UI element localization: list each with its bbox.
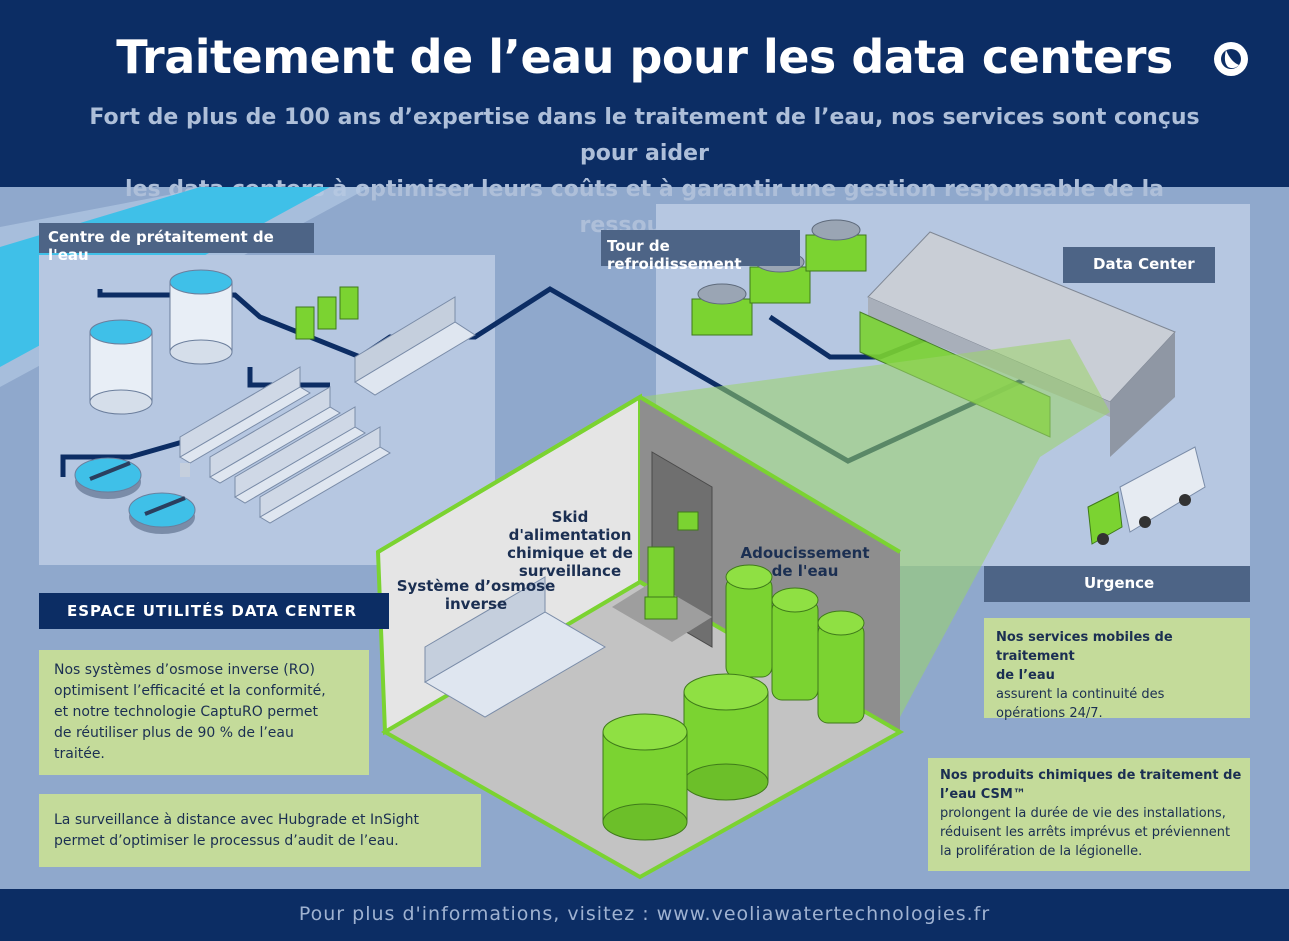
softener-vessels: [725, 564, 865, 724]
pipe-clarifier: [60, 434, 201, 477]
footer: Pour plus d'informations, visitez : www.…: [0, 889, 1289, 941]
text-box-ro: Nos systèmes d’osmose inverse (RO) optim…: [39, 650, 369, 775]
chemical-vessels-small: [295, 286, 359, 340]
label-cooling-tower: Tour de refroidissement: [601, 230, 800, 273]
label-pretreatment: Centre de prétaitement de l'eau: [39, 223, 314, 264]
subtitle-line-1: Fort de plus de 100 ans d’expertise dans…: [89, 105, 1200, 166]
text-box-mobile: Nos services mobiles de traitement de l’…: [984, 618, 1250, 721]
header: Traitement de l’eau pour les data center…: [0, 0, 1289, 238]
clarifiers: [74, 457, 196, 534]
page-title: Traitement de l’eau pour les data center…: [116, 30, 1173, 84]
text-box-chemicals: Nos produits chimiques de traitement de …: [928, 758, 1250, 871]
storage-tanks: [89, 269, 233, 415]
label-osmosis: Système d’osmose inverse: [396, 577, 556, 613]
veolia-logo-icon: [1214, 42, 1248, 76]
label-skid: Skid d'alimentation chimique et de surve…: [507, 508, 633, 580]
label-utilities: ESPACE UTILITÉS DATA CENTER: [39, 593, 389, 629]
infographic-stage: Centre de prétaitement de l'eau Tour de …: [0, 187, 1289, 889]
label-softening: Adoucissement de l'eau: [740, 544, 870, 580]
pipe-branch: [247, 367, 330, 388]
label-urgence: Urgence: [984, 566, 1250, 602]
footer-link[interactable]: Pour plus d'informations, visitez : www.…: [298, 903, 991, 925]
ro-system-large: [424, 576, 606, 718]
mobile-truck: [1087, 446, 1206, 545]
storage-tanks-green: [602, 673, 769, 841]
text-box-monitoring: La surveillance à distance avec Hubgrade…: [39, 794, 481, 867]
filtration-racks: [179, 366, 391, 524]
label-data-center: Data Center: [1063, 247, 1215, 283]
zoom-cone: [640, 339, 1110, 717]
skid-panel: [612, 451, 713, 648]
ro-skid-small: [354, 296, 476, 396]
